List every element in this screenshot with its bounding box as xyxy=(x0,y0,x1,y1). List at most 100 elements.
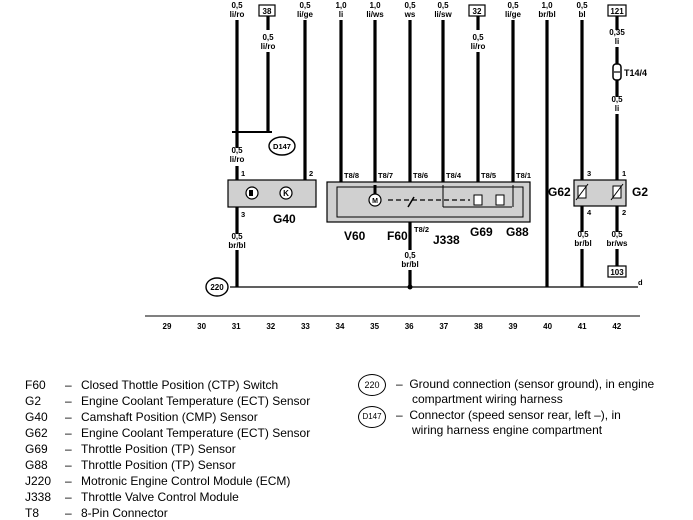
wire-41-bot-gauge: 0,5 xyxy=(577,230,589,239)
wire-38-color: li/ro xyxy=(261,42,276,51)
wire-41-bot-color: br/bl xyxy=(574,239,591,248)
svg-text:D147: D147 xyxy=(273,142,291,151)
label-j338: J338 xyxy=(433,233,460,247)
wiring-diagram: 0,5 li/ro 0,5 li/ge 1,0 li 1,0 li/ws 0,5… xyxy=(145,1,648,330)
wires xyxy=(232,16,619,287)
pin-t8-4: T8/4 xyxy=(446,171,462,180)
legend-line: wiring harness engine compartment xyxy=(412,423,603,437)
legend-item: J220–Motronic Engine Control Module (ECM… xyxy=(25,474,290,488)
hall-symbol: K xyxy=(283,189,289,198)
legend-code: J220 xyxy=(25,474,52,488)
wire-31-mid-color: li/ro xyxy=(230,155,245,164)
legend-description: Engine Coolant Temperature (ECT) Sensor xyxy=(81,394,311,408)
legend-dash: – xyxy=(65,506,72,520)
column-number: 31 xyxy=(232,322,241,330)
wire-121-gauge: 0,35 xyxy=(609,28,625,37)
column-number: 35 xyxy=(370,322,379,330)
legend-entry-220: – Ground connection (sensor ground), in … xyxy=(396,377,654,407)
svg-text:38: 38 xyxy=(263,7,272,16)
legend-description: Throttle Position (TP) Sensor xyxy=(81,442,236,456)
column-number: 30 xyxy=(197,322,206,330)
g40-sensor: K 1 2 3 G40 xyxy=(227,169,317,226)
label-v60: V60 xyxy=(344,229,366,243)
legend-code: G40 xyxy=(25,410,48,424)
wire-121-color: li xyxy=(615,37,619,46)
legend-item: J338–Throttle Valve Control Module xyxy=(25,490,239,504)
pin-t8-2: T8/2 xyxy=(414,225,429,234)
wire-color-41: bl xyxy=(578,10,585,19)
legend-description: Motronic Engine Control Module (ECM) xyxy=(81,474,291,488)
legend-description: Engine Coolant Temperature (ECT) Sensor xyxy=(81,426,311,440)
legend-dash: – xyxy=(65,458,72,472)
legend-code: F60 xyxy=(25,378,46,392)
legend-dash: – xyxy=(65,474,72,488)
legend-item: G88–Throttle Position (TP) Sensor xyxy=(25,458,236,472)
legend-description: Camshaft Position (CMP) Sensor xyxy=(81,410,258,424)
wire-31-bot-gauge: 0,5 xyxy=(231,232,243,241)
legend-dash: – xyxy=(65,426,72,440)
j338-throttle-module: M T8/8 T8/7 T8/6 T8/4 T8/5 T8/1 T8/2 V60… xyxy=(326,171,531,247)
svg-text:121: 121 xyxy=(610,7,624,16)
g2-pin-2: 2 xyxy=(622,208,626,217)
legend-line: compartment wiring harness xyxy=(412,392,563,406)
column-number: 39 xyxy=(509,322,518,330)
legend-line: Ground connection (sensor ground), in en… xyxy=(409,377,655,391)
label-g88: G88 xyxy=(506,225,529,239)
legend-symbol-220: 220 xyxy=(358,374,386,396)
wire-gauge-37: 0,5 xyxy=(437,1,449,10)
ref-box-38: 38 xyxy=(258,4,276,17)
label-g62: G62 xyxy=(548,185,571,199)
g40-pin-1: 1 xyxy=(241,169,245,178)
label-g40: G40 xyxy=(273,212,296,226)
legend-code: G62 xyxy=(25,426,48,440)
g62-pin-4: 4 xyxy=(587,208,592,217)
legend-code: G69 xyxy=(25,442,48,456)
svg-text:T14/4: T14/4 xyxy=(624,68,647,78)
wire-gauge-34: 1,0 xyxy=(335,1,347,10)
legend-code: T8 xyxy=(25,506,40,520)
g2-pin-1: 1 xyxy=(622,169,626,178)
g62-pin-3: 3 xyxy=(587,169,591,178)
column-number: 33 xyxy=(301,322,310,330)
legend-item: G62 –Engine Coolant Temperature (ECT) Sen… xyxy=(25,426,310,440)
legend-dash: – xyxy=(65,378,72,392)
label-f60: F60 xyxy=(387,229,408,243)
wire-color-36: ws xyxy=(404,10,416,19)
wire-gauge-39: 0,5 xyxy=(507,1,519,10)
legend-dash: – xyxy=(396,408,410,422)
wire-color-37: li/sw xyxy=(434,10,452,19)
wire-color-35: li/ws xyxy=(366,10,384,19)
wire-gauge-40: 1,0 xyxy=(541,1,553,10)
pin-t8-7: T8/7 xyxy=(378,171,393,180)
bus-label: d xyxy=(638,278,643,287)
wire-36-bot-color: br/bl xyxy=(401,260,418,269)
connector-t14-4: T14/4 xyxy=(612,63,647,81)
g40-pin-2: 2 xyxy=(309,169,313,178)
legend-line: Connector (speed sensor rear, left –), i… xyxy=(409,408,621,422)
pin-t8-1: T8/1 xyxy=(516,171,531,180)
legend-dash: – xyxy=(396,377,410,391)
wire-gauge-31: 0,5 xyxy=(231,1,243,10)
wire-color-40: br/bl xyxy=(538,10,555,19)
wire-31-mid-gauge: 0,5 xyxy=(231,146,243,155)
ref-box-103: 103 xyxy=(607,265,627,278)
pin-t8-6: T8/6 xyxy=(413,171,428,180)
legend-item: G2–Engine Coolant Temperature (ECT) Sens… xyxy=(25,394,310,408)
legend-item: T8–8-Pin Connector xyxy=(25,506,168,520)
wire-42-bot-gauge: 0,5 xyxy=(611,230,623,239)
ground-connection-220: 220 xyxy=(205,277,229,297)
g62-g2-sensor: 3 4 1 2 G62 G2 xyxy=(548,169,648,217)
column-number: 37 xyxy=(439,322,448,330)
column-number: 38 xyxy=(474,322,483,330)
legend: F60–Closed Thottle Position (CTP) Switch… xyxy=(0,370,693,520)
legend-description: Closed Thottle Position (CTP) Switch xyxy=(81,378,279,392)
legend-item: F60 –Closed Thottle Position (CTP) Switch xyxy=(25,378,278,392)
wire-42-mid-gauge: 0,5 xyxy=(611,95,623,104)
legend-code: G2 xyxy=(25,394,42,408)
legend-item: G69–Throttle Position (TP) Sensor xyxy=(25,442,236,456)
svg-text:220: 220 xyxy=(210,283,224,292)
wire-38-gauge: 0,5 xyxy=(262,33,274,42)
pin-t8-8: T8/8 xyxy=(344,171,359,180)
legend-dash: – xyxy=(65,410,72,424)
